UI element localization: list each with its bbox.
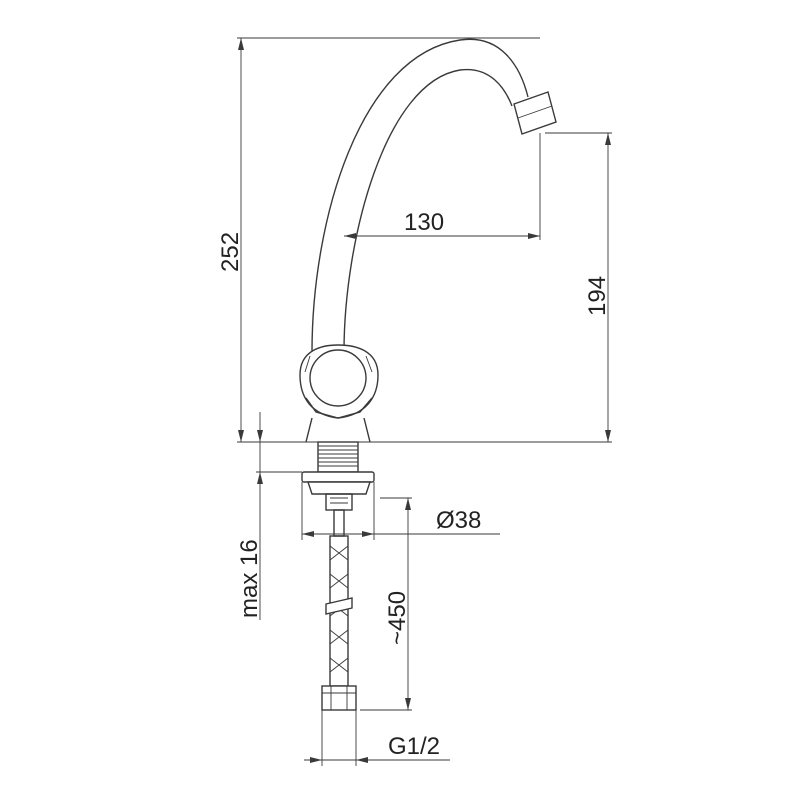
flexible-hose <box>321 509 357 711</box>
spout-height-label: 194 <box>584 276 611 316</box>
faucet-handle <box>299 344 379 443</box>
dimension-base-diameter <box>301 482 500 540</box>
max-thickness-label: max 16 <box>236 539 263 618</box>
base-diameter-label: Ø38 <box>436 507 481 534</box>
connection-thread-label: G1/2 <box>388 733 440 760</box>
threaded-shank <box>317 441 359 473</box>
dimension-total-height <box>237 37 540 442</box>
dimension-spout-height <box>545 132 612 442</box>
total-height-label: 252 <box>217 232 244 272</box>
mounting-nut <box>301 471 375 511</box>
dimension-hose-length <box>360 497 412 711</box>
dimension-max-thickness <box>256 412 302 620</box>
faucet-spout <box>311 38 557 353</box>
spout-reach-label: 130 <box>404 209 444 236</box>
hose-length-label: ~450 <box>384 591 411 645</box>
dimension-connection-thread <box>304 710 450 766</box>
dimension-spout-reach <box>344 133 541 240</box>
